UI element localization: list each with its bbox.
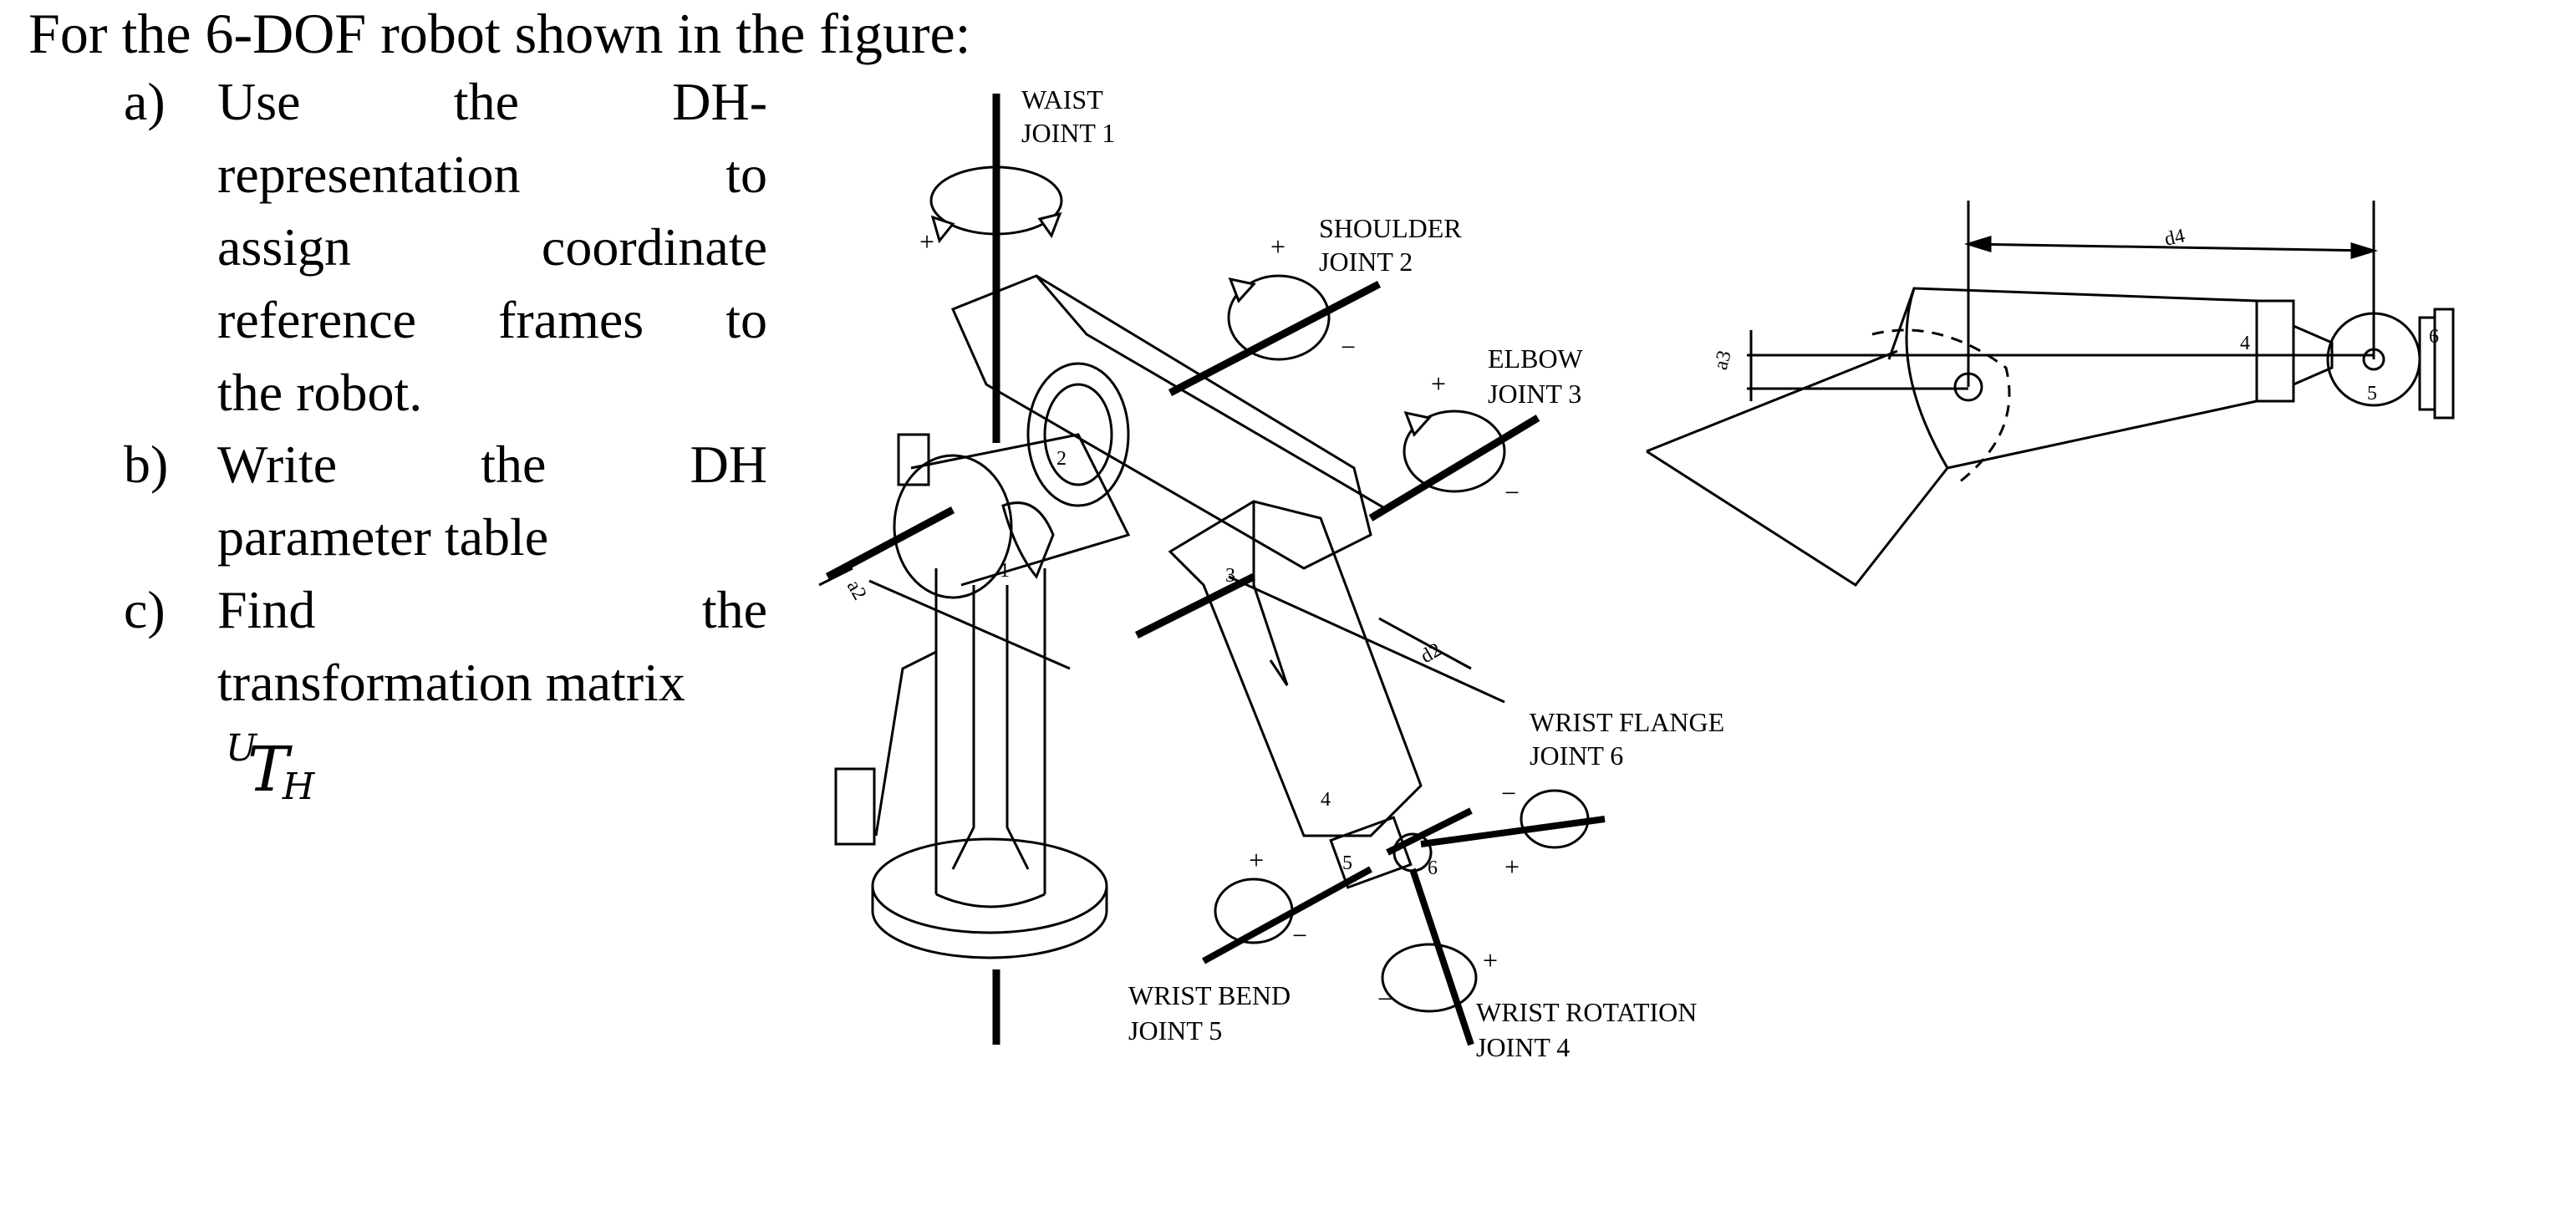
matrix-symbol: T <box>247 734 289 806</box>
elbow-plus-sign: + <box>1431 369 1446 399</box>
link-number-2: 2 <box>1056 448 1067 470</box>
link-number-1: 1 <box>1000 560 1010 582</box>
link-number-4: 4 <box>1321 789 1331 811</box>
word: representation <box>217 145 521 204</box>
dim-a3: a3 <box>1710 349 1736 373</box>
robot-arm-drawing <box>818 94 1606 1046</box>
side-link-number-4: 4 <box>2240 333 2250 354</box>
wrist-flange-label-1: WRIST FLANGE <box>1530 707 1724 737</box>
link-number-3: 3 <box>1225 565 1235 587</box>
elbow-label-1: ELBOW <box>1488 343 1584 374</box>
question-c-marker: c) <box>124 580 165 639</box>
rotation-plus-sign: + <box>1483 945 1498 975</box>
matrix-superscript: U <box>226 727 257 770</box>
dim-a2: a2 <box>843 577 871 604</box>
question-a-marker: a) <box>124 72 165 131</box>
link-number-6: 6 <box>1428 857 1438 879</box>
word: the <box>453 72 519 131</box>
wrist-bend-label-1: WRIST BEND <box>1128 980 1291 1010</box>
side-view-drawing <box>1646 201 2455 587</box>
dim-d4: d4 <box>2163 225 2187 250</box>
word: assign <box>217 217 351 277</box>
word: the <box>481 435 547 494</box>
word: to <box>725 145 767 204</box>
shoulder-plus-sign: + <box>1270 231 1285 262</box>
waist-label-1: WAIST <box>1021 84 1103 114</box>
word: reference <box>217 290 416 349</box>
waist-label-2: JOINT 1 <box>1021 118 1115 148</box>
matrix-subscript: H <box>283 766 315 808</box>
word: to <box>725 290 767 349</box>
question-c-text: Find the transformation matrix <box>217 573 767 719</box>
word: DH- <box>672 72 767 131</box>
flange-plus-sign: + <box>1504 852 1520 882</box>
waist-plus-sign: + <box>919 226 934 257</box>
flange-minus-sign: − <box>1501 778 1516 808</box>
elbow-label-2: JOINT 3 <box>1488 379 1581 409</box>
link-number-5: 5 <box>1342 852 1352 874</box>
shoulder-label-1: SHOULDER <box>1319 213 1462 243</box>
wrist-rotation-label-1: WRIST ROTATION <box>1476 997 1697 1027</box>
word: frames <box>498 290 644 349</box>
word: parameter table <box>217 507 549 567</box>
word: transformation matrix <box>217 653 685 712</box>
figure-labels: WAIST JOINT 1 SHOULDER JOINT 2 ELBOW JOI… <box>843 84 2439 1062</box>
side-link-number-6: 6 <box>2429 326 2439 348</box>
word: the robot. <box>217 363 423 422</box>
elbow-minus-sign: − <box>1504 477 1520 507</box>
bend-minus-sign: − <box>1292 920 1307 950</box>
word: Write <box>217 435 338 494</box>
word: Find <box>217 580 316 639</box>
wrist-bend-label-2: JOINT 5 <box>1128 1015 1222 1046</box>
shoulder-label-2: JOINT 2 <box>1319 247 1413 277</box>
word: Use <box>217 72 301 131</box>
shoulder-minus-sign: − <box>1341 332 1356 362</box>
rotation-minus-sign: − <box>1377 984 1392 1014</box>
problem-intro: For the 6-DOF robot shown in the figure: <box>28 2 971 65</box>
question-b-marker: b) <box>124 435 169 494</box>
question-b-text: Write the DH parameter table <box>217 428 767 573</box>
wrist-rotation-label-2: JOINT 4 <box>1476 1032 1570 1062</box>
side-link-number-5: 5 <box>2367 383 2377 404</box>
question-a-text: Use the DH- representation to assign coordin… <box>217 65 767 429</box>
bend-plus-sign: + <box>1249 845 1264 875</box>
wrist-flange-label-2: JOINT 6 <box>1530 740 1623 771</box>
word: DH <box>690 435 767 494</box>
word: the <box>701 580 767 639</box>
word: coordinate <box>541 217 767 277</box>
